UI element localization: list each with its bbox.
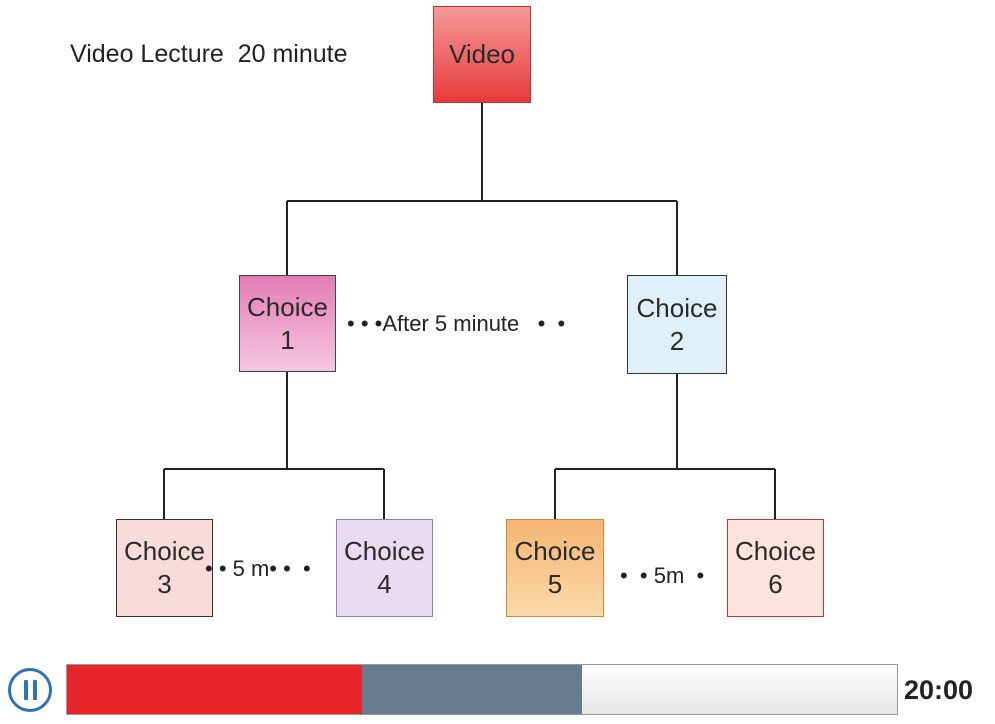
choice-2-label: Choice	[636, 292, 718, 323]
pause-button[interactable]	[8, 668, 52, 712]
choice-6-label: Choice	[735, 536, 816, 566]
time-display: 20:00	[904, 675, 974, 705]
choice-5-node: Choice 5	[506, 519, 604, 617]
progress-remaining	[581, 665, 897, 714]
five-minute-label-left: • • 5 m• • •	[205, 556, 311, 581]
choice-4-label: Choice	[344, 536, 425, 566]
video-node: Video	[433, 6, 531, 103]
choice-2-node: Choice 2	[627, 275, 727, 374]
choice-3-node: Choice 3	[116, 519, 213, 617]
choice-4-node: Choice 4	[336, 519, 433, 617]
progress-buffered	[361, 665, 582, 714]
diagram-caption: Video Lecture 20 minute	[70, 40, 348, 68]
choice-3-label: Choice	[124, 536, 205, 566]
after-5-minute-label: • • •After 5 minute • •	[347, 311, 566, 337]
choice-5-number: 5	[547, 569, 563, 599]
video-node-label: Video	[448, 39, 516, 69]
choice-4-number: 4	[377, 569, 392, 599]
pause-icon-bar	[32, 680, 37, 700]
choice-6-number: 6	[768, 569, 783, 599]
progress-bar[interactable]	[66, 664, 898, 715]
choice-3-number: 3	[157, 569, 172, 599]
choice-1-label: Choice	[247, 291, 328, 322]
choice-1-number: 1	[280, 324, 295, 355]
choice-1-node: Choice 1	[239, 275, 336, 372]
choice-5-label: Choice	[514, 536, 596, 566]
choice-2-number: 2	[669, 325, 685, 356]
choice-6-node: Choice 6	[727, 519, 824, 617]
pause-icon	[23, 680, 28, 700]
progress-played	[67, 665, 362, 714]
five-minute-label-right: • • 5m •	[620, 563, 705, 589]
